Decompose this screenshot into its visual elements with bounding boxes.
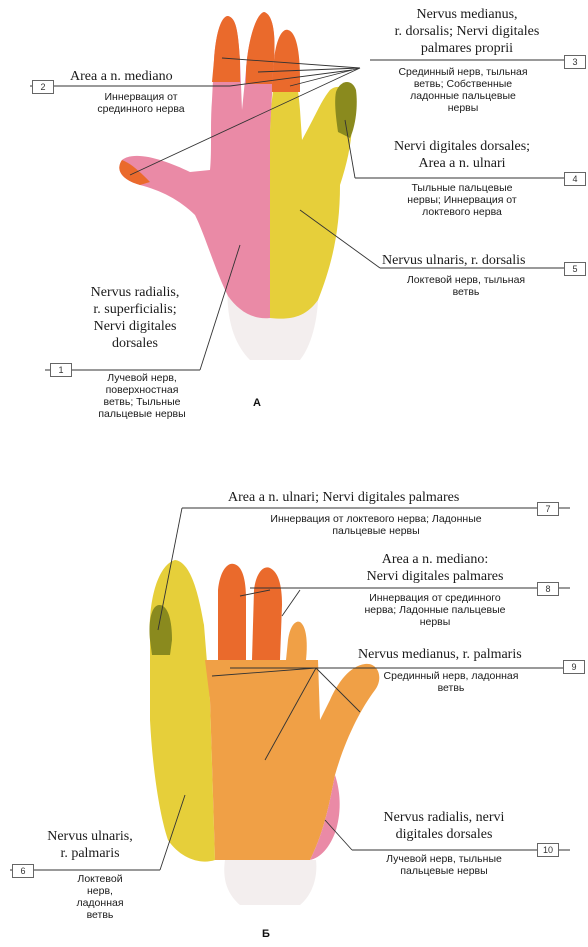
callout-6-latin-1: Nervus ulnaris, bbox=[30, 828, 150, 845]
callout-3-russian-4: нервы bbox=[368, 102, 558, 114]
callout-3-latin-1: Nervus medianus, bbox=[362, 6, 572, 23]
callout-1-latin-2: r. superficialis; bbox=[60, 301, 210, 318]
hand-a-median-tip-2 bbox=[246, 12, 275, 84]
callout-1-latin-4: dorsales bbox=[60, 335, 210, 352]
callout-8-number: 8 bbox=[537, 582, 559, 596]
callout-10-number: 10 bbox=[537, 843, 559, 857]
callout-4-number: 4 bbox=[564, 172, 586, 186]
callout-3-number: 3 bbox=[564, 55, 586, 69]
callout-3-russian-1: Срединный нерв, тыльная bbox=[368, 66, 558, 78]
callout-1-latin-3: Nervi digitales bbox=[60, 318, 210, 335]
callout-9-number: 9 bbox=[563, 660, 585, 674]
callout-7-russian-2: пальцевые нервы bbox=[226, 525, 526, 537]
callout-1-number: 1 bbox=[50, 363, 72, 377]
callout-7-russian-1: Иннервация от локтевого нерва; Ладонные bbox=[226, 513, 526, 525]
hand-b-wrist bbox=[224, 860, 316, 905]
callout-6-russian-1: Локтевой bbox=[60, 873, 140, 885]
callout-3-russian-3: ладонные пальцевые bbox=[368, 90, 558, 102]
callout-2-russian-1: Иннервация от bbox=[76, 91, 206, 103]
callout-2-number: 2 bbox=[32, 80, 54, 94]
callout-6-russian-2: нерв, bbox=[60, 885, 140, 897]
hand-a-ulnar-tip bbox=[335, 82, 357, 138]
callout-2-latin: Area a n. mediano bbox=[70, 68, 173, 85]
callout-1-russian-1: Лучевой нерв, bbox=[72, 372, 212, 384]
callout-4-russian-2: нервы; Иннервация от bbox=[362, 194, 562, 206]
hand-b-median-finger-2 bbox=[252, 567, 282, 660]
callout-8-latin-1: Area a n. mediano: bbox=[340, 551, 530, 568]
callout-9-russian-2: ветвь bbox=[356, 682, 546, 694]
callout-7-latin: Area a n. ulnari; Nervi digitales palmar… bbox=[228, 489, 459, 506]
callout-10-russian-1: Лучевой нерв, тыльные bbox=[354, 853, 534, 865]
callout-10-latin-1: Nervus radialis, nervi bbox=[354, 809, 534, 826]
callout-9-russian-1: Срединный нерв, ладонная bbox=[356, 670, 546, 682]
callout-3-russian-2: ветвь; Собственные bbox=[368, 78, 558, 90]
callout-8-russian-1: Иннервация от срединного bbox=[340, 592, 530, 604]
figure-label-a: А bbox=[253, 397, 261, 409]
callout-4-russian-1: Тыльные пальцевые bbox=[362, 182, 562, 194]
callout-6-russian-4: ветвь bbox=[60, 909, 140, 921]
callout-5-number: 5 bbox=[564, 262, 586, 276]
callout-9-latin: Nervus medianus, r. palmaris bbox=[358, 646, 522, 663]
hand-a-median-tip-3 bbox=[272, 30, 300, 92]
callout-8-russian-3: нервы bbox=[340, 616, 530, 628]
hand-b-median-finger-1 bbox=[218, 564, 246, 660]
hand-b-median-finger-3 bbox=[286, 622, 307, 660]
callout-6-number: 6 bbox=[12, 864, 34, 878]
callout-5-latin: Nervus ulnaris, r. dorsalis bbox=[382, 252, 525, 269]
callout-1-russian-4: пальцевые нервы bbox=[72, 408, 212, 420]
callout-7-number: 7 bbox=[537, 502, 559, 516]
hand-a-median-tip-1 bbox=[212, 16, 240, 82]
callout-3-latin-3: palmares proprii bbox=[362, 40, 572, 57]
callout-6-latin-2: r. palmaris bbox=[30, 845, 150, 862]
callout-2-russian-2: срединного нерва bbox=[76, 103, 206, 115]
callout-3-latin-2: r. dorsalis; Nervi digitales bbox=[362, 23, 572, 40]
callout-6-russian-3: ладонная bbox=[60, 897, 140, 909]
callout-10-latin-2: digitales dorsales bbox=[354, 826, 534, 843]
callout-4-latin-2: Area a n. ulnari bbox=[362, 155, 562, 172]
callout-1-russian-3: ветвь; Тыльные bbox=[72, 396, 212, 408]
callout-4-latin-1: Nervi digitales dorsales; bbox=[362, 138, 562, 155]
callout-8-russian-2: нерва; Ладонные пальцевые bbox=[340, 604, 530, 616]
callout-5-russian-2: ветвь bbox=[376, 286, 556, 298]
callout-1-russian-2: поверхностная bbox=[72, 384, 212, 396]
callout-1-latin-1: Nervus radialis, bbox=[60, 284, 210, 301]
callout-10-russian-2: пальцевые нервы bbox=[354, 865, 534, 877]
callout-8-latin-2: Nervi digitales palmares bbox=[340, 568, 530, 585]
callout-4-russian-3: локтевого нерва bbox=[362, 206, 562, 218]
callout-5-russian-1: Локтевой нерв, тыльная bbox=[376, 274, 556, 286]
figure-label-b: Б bbox=[262, 928, 270, 940]
